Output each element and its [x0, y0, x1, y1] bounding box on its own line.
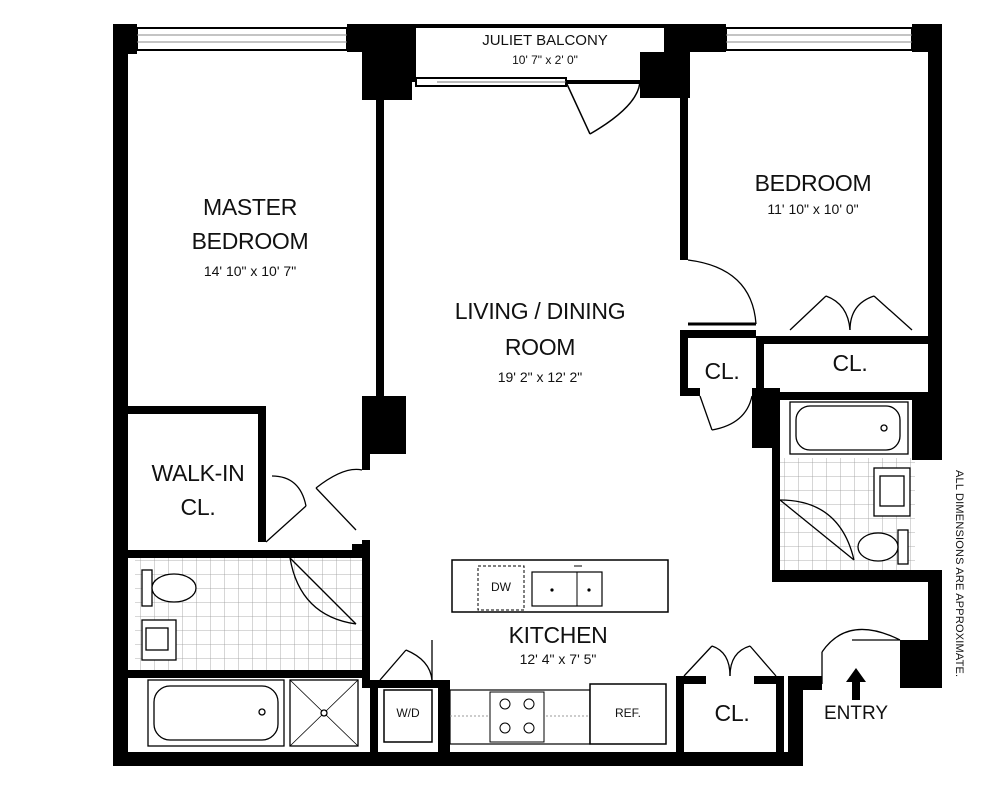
dishwasher-label: DW — [491, 580, 511, 594]
approximate-dimensions-note: ALL DIMENSIONS ARE APPROXIMATE. — [953, 470, 965, 678]
master-bedroom-name-line1: MASTER — [202, 194, 298, 220]
interior-walls — [113, 98, 928, 758]
stove — [489, 691, 545, 743]
hall-closet-label: CL. — [714, 700, 750, 726]
exterior-walls — [113, 24, 942, 766]
entry-label: ENTRY — [823, 703, 889, 724]
walk-in-closet-label-line2: CL. — [180, 494, 216, 520]
doors — [265, 259, 913, 684]
kitchen-dims: 12' 4" x 7' 5" — [519, 651, 597, 667]
bedroom-closet-label: CL. — [832, 350, 868, 376]
second-bath-fixtures — [789, 401, 911, 565]
refrigerator-label: REF. — [614, 706, 641, 720]
small-closet-label: CL. — [704, 358, 740, 384]
kitchen-island — [451, 559, 669, 613]
master-bath-fixtures — [141, 569, 359, 747]
living-dining-dims: 19' 2" x 12' 2" — [497, 369, 583, 385]
master-bedroom-dims: 14' 10" x 10' 7" — [203, 263, 297, 279]
balcony-name: JULIET BALCONY — [482, 32, 608, 49]
refrigerator — [589, 683, 667, 745]
master-bedroom-name-line2: BEDROOM — [191, 228, 309, 254]
kitchen-sink — [531, 571, 603, 607]
kitchen-counter — [383, 683, 667, 745]
bedroom-name: BEDROOM — [754, 170, 872, 196]
living-dining-name-line1: LIVING / DINING — [454, 298, 626, 324]
bedroom-dims: 11' 10" x 10' 0" — [767, 201, 859, 217]
balcony-dims: 10' 7" x 2' 0" — [512, 53, 578, 67]
kitchen-name: KITCHEN — [508, 622, 608, 648]
balcony-sliding-door — [415, 77, 641, 135]
washer-dryer — [383, 689, 433, 743]
walk-in-closet-label-line1: WALK-IN — [151, 460, 245, 486]
living-dining-name-line2: ROOM — [504, 334, 576, 360]
entry-arrow — [846, 668, 866, 700]
washer-dryer-label: W/D — [396, 706, 420, 720]
